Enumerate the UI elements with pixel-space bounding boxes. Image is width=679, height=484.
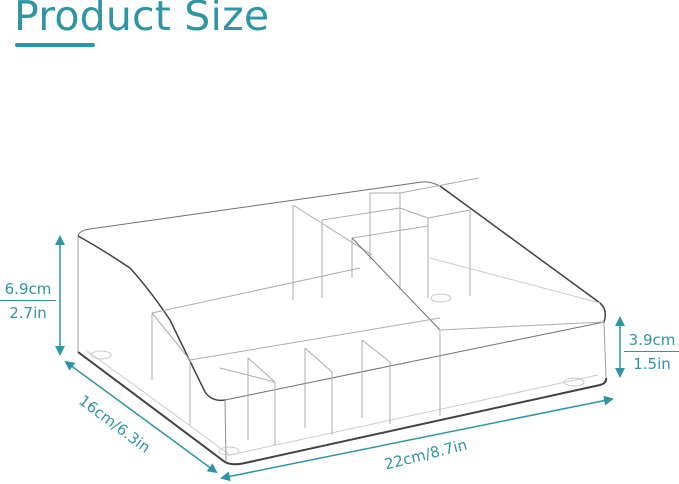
organizer-feet <box>90 293 585 456</box>
organizer-body <box>77 181 608 466</box>
height-total-label: 6.9cm 2.7in <box>0 280 56 322</box>
height-front-cm: 3.9cm <box>624 331 679 352</box>
page-title: Product Size <box>14 0 270 40</box>
height-total-in: 2.7in <box>9 304 47 322</box>
depth-arrow <box>64 360 218 474</box>
height-front-label: 3.9cm 1.5in <box>624 331 679 373</box>
organizer-dividers <box>151 177 605 445</box>
height-total-cm: 6.9cm <box>0 280 56 301</box>
height-front-in: 1.5in <box>633 355 671 373</box>
width-arrow <box>220 395 614 482</box>
dimension-arrows <box>55 235 625 482</box>
title-underline <box>15 43 95 47</box>
